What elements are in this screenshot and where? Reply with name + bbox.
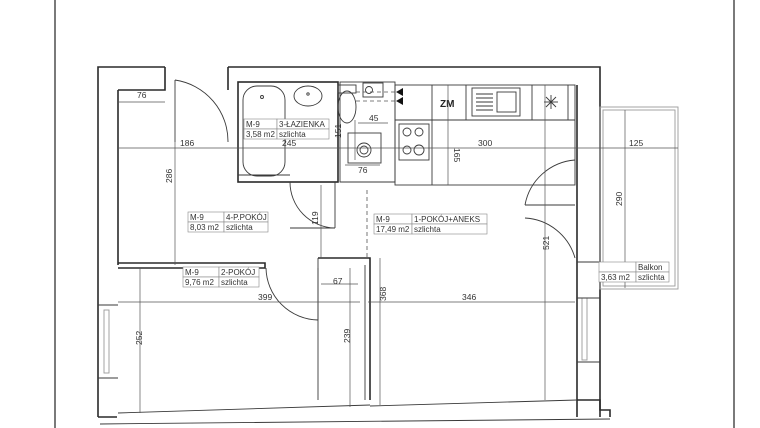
shower-drain-icon bbox=[362, 82, 384, 98]
balcony-door bbox=[524, 159, 576, 259]
fridge-label: ZM bbox=[440, 99, 454, 110]
bathroom-door bbox=[289, 181, 336, 229]
dim-239: 239 bbox=[342, 329, 352, 343]
dim-300: 300 bbox=[478, 138, 492, 148]
light-fixture-icon bbox=[544, 95, 558, 109]
entrance-door bbox=[174, 79, 229, 143]
dim-399: 399 bbox=[258, 292, 272, 302]
dim-151: 151 bbox=[333, 124, 343, 138]
utility-arrows-icon bbox=[356, 88, 403, 105]
dim-346: 346 bbox=[462, 292, 476, 302]
svg-text:Balkon: Balkon bbox=[638, 263, 662, 272]
room-label-balcony: Balkon 3,63 m2 szlichta bbox=[598, 261, 670, 283]
room-label-living: M-9 1-POKÓJ+ANEKS 17,49 m2 szlichta bbox=[373, 213, 488, 235]
dim-165: 165 bbox=[452, 148, 462, 162]
svg-text:9,76 m2: 9,76 m2 bbox=[185, 278, 214, 287]
outer-walls bbox=[97, 66, 611, 425]
dim-286: 286 bbox=[164, 169, 174, 183]
room-label-bathroom: M-9 3-ŁAZIENKA 3,58 m2 szlichta bbox=[243, 118, 330, 140]
dim-290: 290 bbox=[614, 192, 624, 206]
svg-text:4-P.POKÓJ: 4-P.POKÓJ bbox=[226, 213, 267, 222]
dim-76-top: 76 bbox=[137, 90, 147, 100]
svg-text:M-9: M-9 bbox=[376, 215, 390, 224]
svg-text:szlichta: szlichta bbox=[638, 273, 665, 282]
dim-119: 119 bbox=[310, 211, 320, 225]
dim-45: 45 bbox=[369, 113, 379, 123]
svg-text:8,03 m2: 8,03 m2 bbox=[190, 223, 219, 232]
dim-125: 125 bbox=[629, 138, 643, 148]
svg-text:2-POKÓJ: 2-POKÓJ bbox=[221, 268, 255, 277]
balcony bbox=[599, 106, 679, 290]
svg-text:M-9: M-9 bbox=[190, 213, 204, 222]
cooktop bbox=[398, 123, 430, 161]
svg-text:1-POKÓJ+ANEKS: 1-POKÓJ+ANEKS bbox=[414, 215, 480, 224]
dim-521: 521 bbox=[541, 236, 551, 250]
svg-text:szlichta: szlichta bbox=[226, 223, 253, 232]
toilet bbox=[337, 84, 357, 124]
room-label-hall: M-9 4-P.POKÓJ 8,03 m2 szlichta bbox=[187, 211, 269, 233]
svg-text:17,49 m2: 17,49 m2 bbox=[376, 225, 410, 234]
dim-186: 186 bbox=[180, 138, 194, 148]
svg-text:M-9: M-9 bbox=[185, 268, 199, 277]
washbasin bbox=[293, 85, 323, 107]
internal-walls bbox=[118, 81, 576, 400]
svg-text:3,63 m2: 3,63 m2 bbox=[601, 273, 630, 282]
svg-text:szlichta: szlichta bbox=[221, 278, 248, 287]
svg-text:szlichta: szlichta bbox=[279, 130, 306, 139]
kitchen-sink bbox=[471, 87, 521, 117]
dim-245: 245 bbox=[282, 138, 296, 148]
dimension-lines bbox=[118, 85, 678, 413]
svg-text:szlichta: szlichta bbox=[414, 225, 441, 234]
dim-67: 67 bbox=[333, 276, 343, 286]
dim-368: 368 bbox=[378, 287, 388, 301]
svg-text:3-ŁAZIENKA: 3-ŁAZIENKA bbox=[279, 120, 325, 129]
dim-252: 252 bbox=[134, 331, 144, 345]
room2-door bbox=[265, 267, 319, 321]
svg-text:3,58 m2: 3,58 m2 bbox=[246, 130, 275, 139]
svg-text:M-9: M-9 bbox=[246, 120, 260, 129]
dim-76-washer: 76 bbox=[358, 165, 368, 175]
room-label-room2: M-9 2-POKÓJ 9,76 m2 szlichta bbox=[182, 266, 260, 288]
